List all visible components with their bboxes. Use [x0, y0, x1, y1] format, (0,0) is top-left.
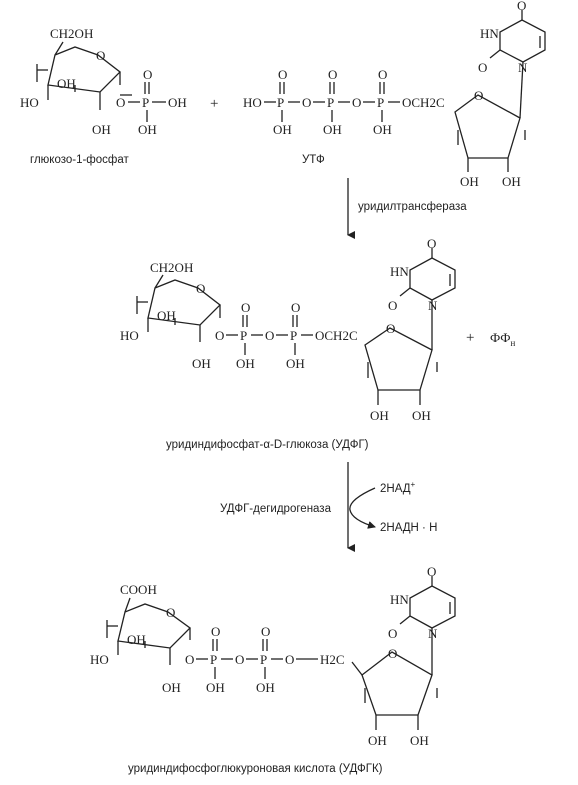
udp-glucose-structure: CH2OH O OH HO OH O P O OH O P O OH OCH2C…: [120, 236, 456, 423]
ribose-ring-3: [351, 628, 438, 730]
atom-o: O: [215, 328, 224, 343]
atom-p: P: [210, 652, 217, 667]
atom-oh: OH: [368, 733, 387, 748]
atom-ring-o: O: [96, 48, 105, 63]
utp-structure: HO P O OH O P O OH O P O OH OCH2C: [243, 0, 546, 189]
atom-o: O: [302, 95, 311, 110]
plus-sign: +: [466, 330, 474, 346]
atom-ho: HO: [120, 328, 139, 343]
atom-ho: HO: [20, 95, 39, 110]
atom-p: P: [290, 328, 297, 343]
atom-o: O: [291, 300, 300, 315]
atom-oh: OH: [256, 680, 275, 695]
atom-o: O: [478, 60, 487, 75]
glucose-ring-1: [36, 41, 132, 110]
ribose-ring-2: [364, 300, 438, 405]
udp-glucuronic-acid-structure: COOH O OH HO OH O P O OH O P O OH O H2C: [90, 564, 456, 748]
atom-oh: OH: [323, 122, 342, 137]
uracil-ring-2: [399, 248, 456, 301]
atom-o: O: [185, 652, 194, 667]
atom-ch2oh: CH2OH: [150, 260, 193, 275]
byproduct-ppi: ФФн: [490, 330, 516, 348]
atom-o: O: [278, 67, 287, 82]
atom-oh: OH: [127, 632, 146, 647]
atom-o: O: [211, 624, 220, 639]
atom-oh: OH: [138, 122, 157, 137]
atom-oh: OH: [206, 680, 225, 695]
atom-och2c: OCH2C: [315, 328, 358, 343]
atom-p: P: [240, 328, 247, 343]
atom-oh: OH: [286, 356, 305, 371]
atom-ring-o: O: [196, 281, 205, 296]
atom-o: O: [143, 67, 152, 82]
glucuronate-ring: [106, 597, 191, 665]
atom-p: P: [327, 95, 334, 110]
atom-ring-o: O: [474, 88, 483, 103]
atom-hn: HN: [480, 26, 499, 41]
atom-o: O: [388, 626, 397, 641]
glucose-1-phosphate-structure: CH2OH O OH HO OH O P O OH OH: [20, 26, 187, 137]
atom-n: N: [518, 60, 528, 75]
caption-udp-glucose: уридиндифосфат-α-D-глюкоза (УДФГ): [166, 439, 369, 451]
atom-oh: OH: [192, 356, 211, 371]
atom-ch2oh: CH2OH: [50, 26, 93, 41]
atom-och2c: OCH2C: [402, 95, 445, 110]
atom-n: N: [428, 298, 438, 313]
atom-oh: OH: [410, 733, 429, 748]
atom-o: O: [285, 652, 294, 667]
caption-glucose-1-phosphate: глюкозо-1-фосфат: [30, 154, 130, 166]
atom-o: O: [261, 624, 270, 639]
atom-oh: OH: [236, 356, 255, 371]
atom-ring-o: O: [166, 605, 175, 620]
atom-p: P: [260, 652, 267, 667]
atom-ring-o: O: [386, 321, 395, 336]
atom-ho: HO: [243, 95, 262, 110]
atom-o: O: [427, 236, 436, 251]
plus-sign: +: [210, 96, 218, 112]
atom-hn: HN: [390, 592, 409, 607]
enzyme-udpg-dehydrogenase: УДФГ-дегидрогеназа: [220, 503, 332, 515]
atom-o: O: [235, 652, 244, 667]
atom-oh: OH: [370, 408, 389, 423]
atom-o: O: [265, 328, 274, 343]
atom-ho: HO: [90, 652, 109, 667]
cofactor-nadh: 2НАДН · Н: [380, 522, 437, 534]
atom-o: O: [352, 95, 361, 110]
atom-ring-o: O: [388, 646, 397, 661]
atom-cooh: COOH: [120, 582, 157, 597]
atom-oh: OH: [273, 122, 292, 137]
atom-o: O: [388, 298, 397, 313]
uracil-ring-1: [489, 10, 546, 63]
atom-oh: OH: [92, 122, 111, 137]
caption-utp: УТФ: [302, 154, 325, 166]
atom-o: O: [427, 564, 436, 579]
cofactor-nad: 2НАД+: [380, 480, 416, 495]
atom-oh: OH: [57, 76, 76, 91]
atom-oh: OH: [168, 95, 187, 110]
atom-o: O: [378, 67, 387, 82]
atom-p: P: [277, 95, 284, 110]
atom-o: O: [328, 67, 337, 82]
atom-oh: OH: [157, 308, 176, 323]
atom-oh: OH: [460, 174, 479, 189]
atom-hn: HN: [390, 264, 409, 279]
atom-oh: OH: [502, 174, 521, 189]
glucose-ring-2: [136, 274, 221, 342]
atom-p: P: [377, 95, 384, 110]
atom-o: O: [517, 0, 526, 13]
atom-n: N: [428, 626, 438, 641]
atom-oh: OH: [412, 408, 431, 423]
atom-o: O: [241, 300, 250, 315]
atom-o: O: [116, 95, 125, 110]
uracil-ring-3: [399, 576, 456, 629]
cofactor-curved-arrow: [349, 487, 376, 529]
atom-h2c: H2C: [320, 652, 345, 667]
atom-p: P: [142, 95, 149, 110]
caption-udp-glucuronic-acid: уридиндифосфоглюкуроновая кислота (УДФГК…: [128, 763, 383, 775]
ribose-ring-1: [454, 61, 526, 172]
atom-oh: OH: [373, 122, 392, 137]
enzyme-uridyltransferase: уридилтрансфераза: [358, 201, 467, 213]
atom-oh: OH: [162, 680, 181, 695]
